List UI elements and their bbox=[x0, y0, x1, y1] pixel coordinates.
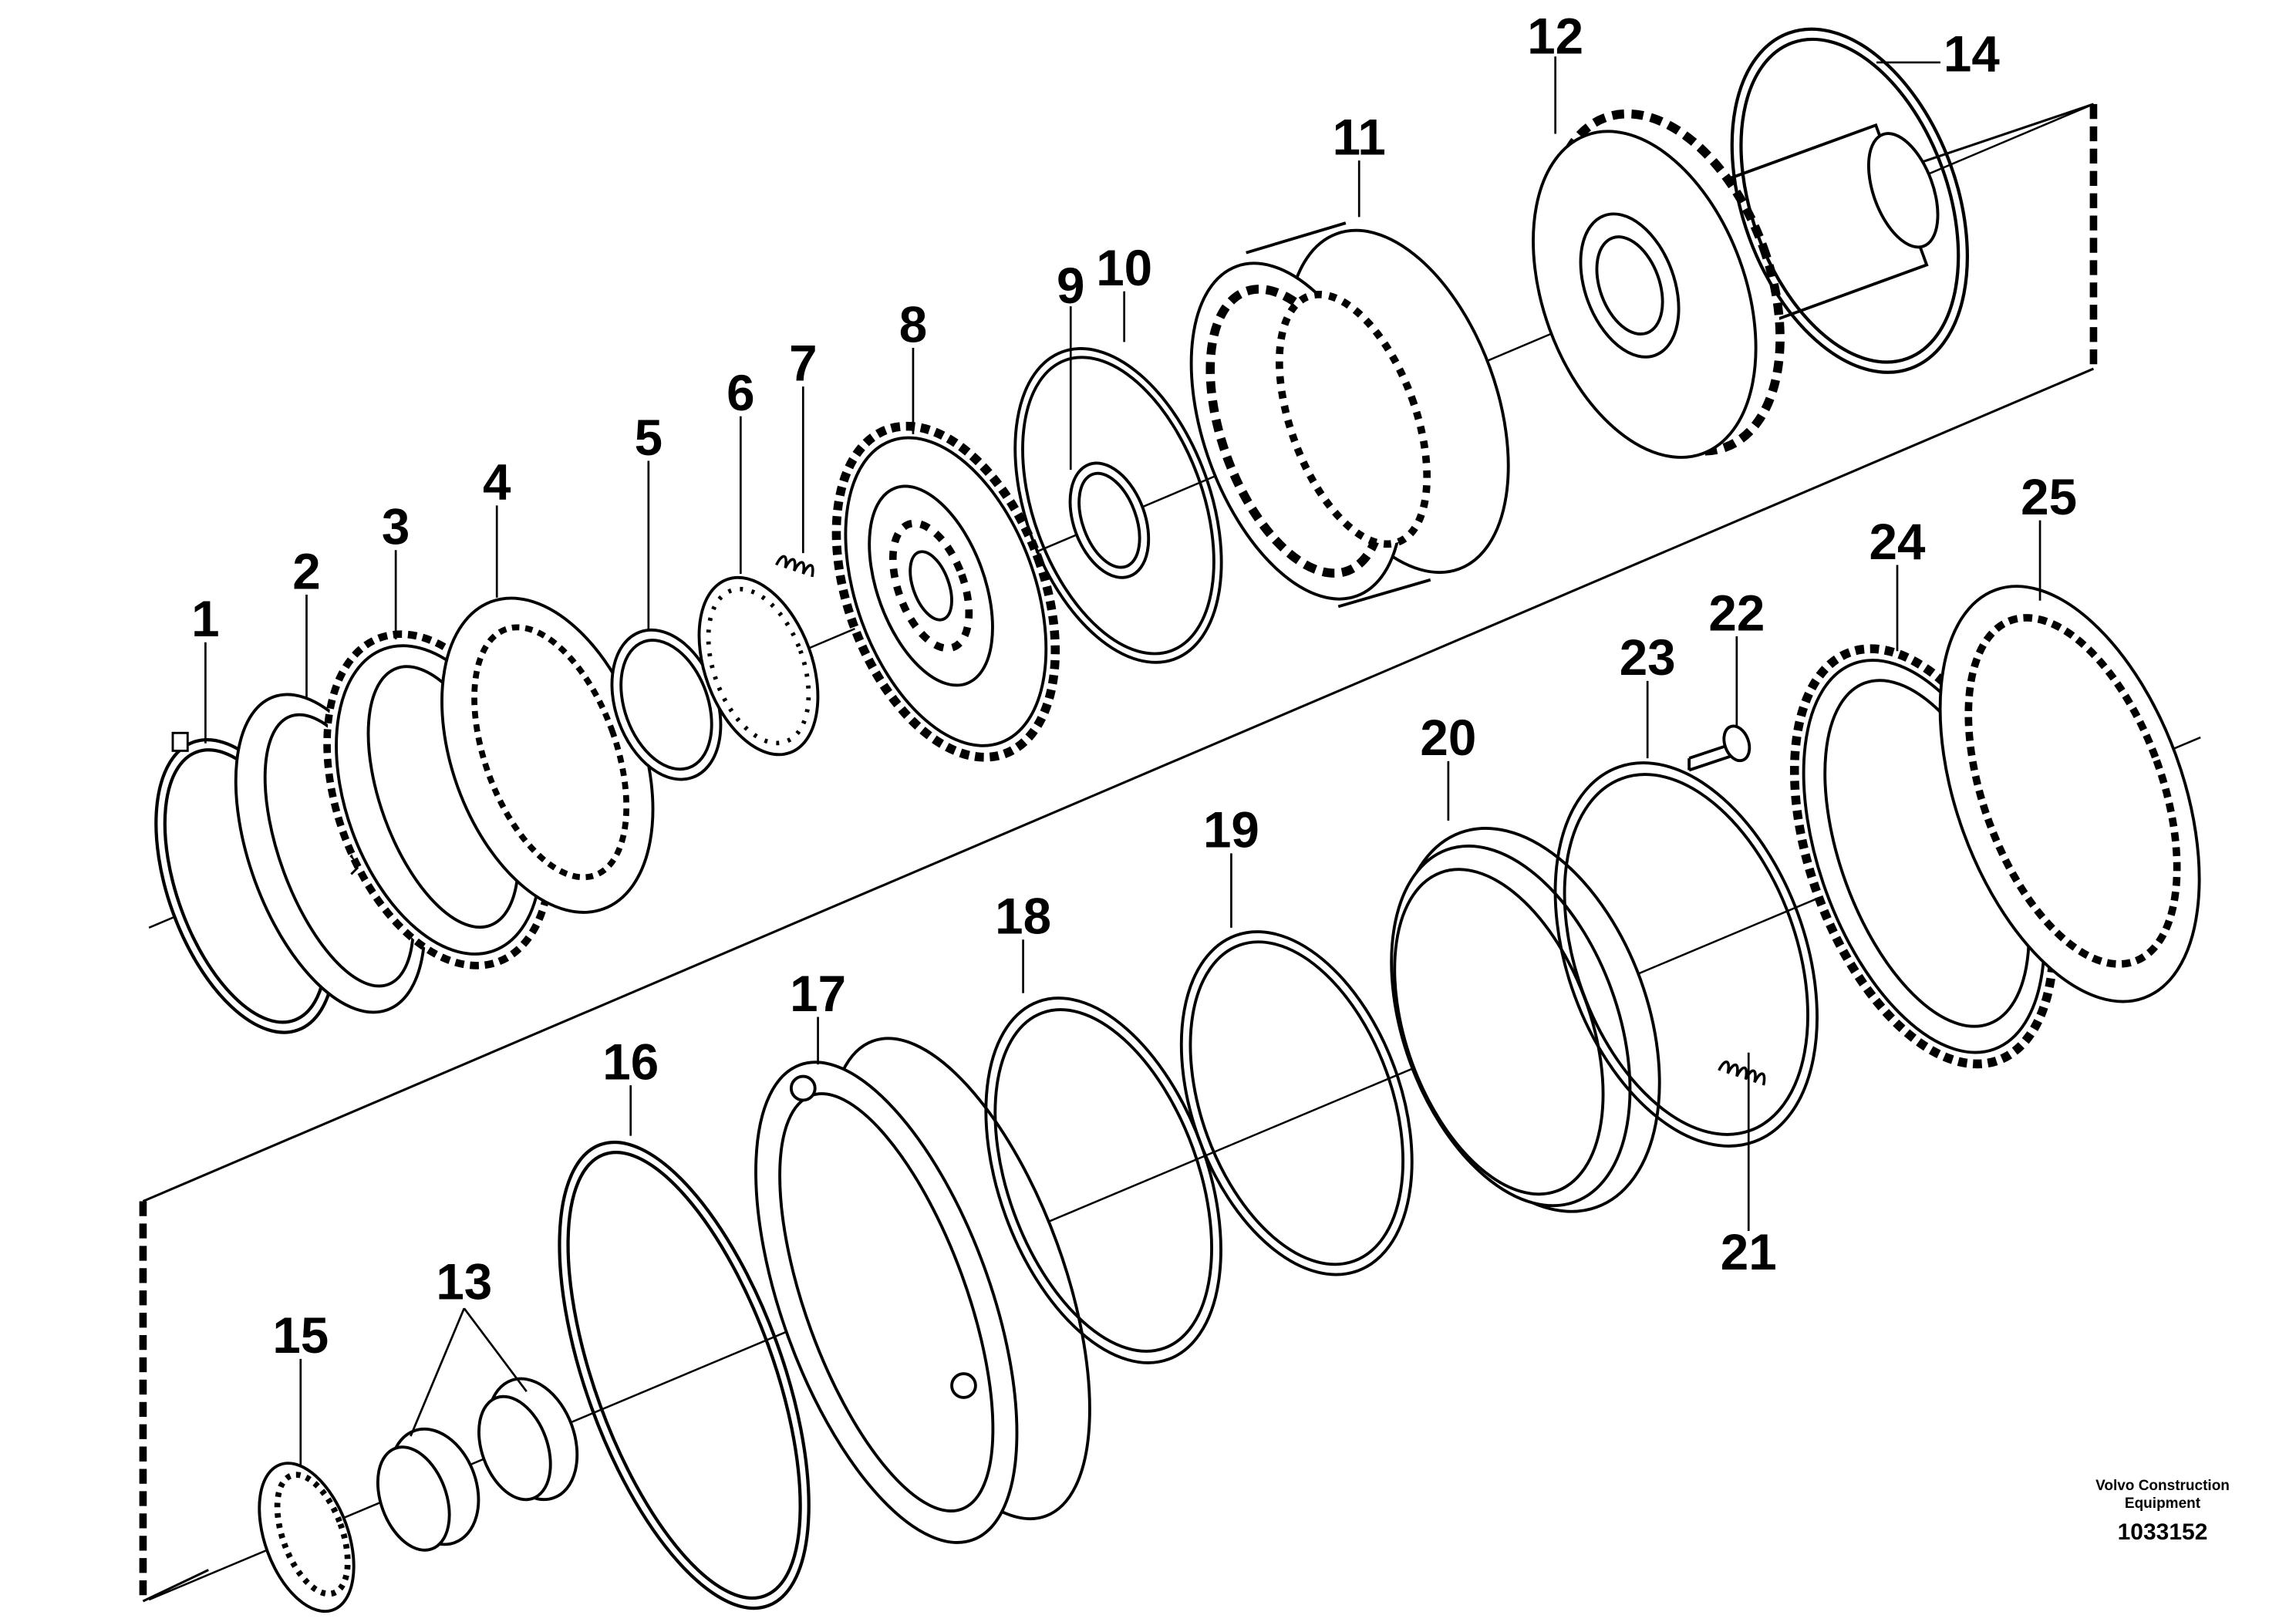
label-part-21: 21 bbox=[1721, 1224, 1777, 1280]
part-13-bushing-left bbox=[376, 1427, 480, 1552]
label-part-14: 14 bbox=[1944, 26, 2000, 83]
label-part-2: 2 bbox=[292, 543, 320, 599]
part-20-cylinder bbox=[1390, 827, 1661, 1213]
label-part-12: 12 bbox=[1527, 8, 1583, 64]
part-6-perforated-washer bbox=[697, 575, 820, 757]
label-part-11: 11 bbox=[1333, 109, 1386, 165]
part-11-ring-gear bbox=[1189, 221, 1510, 609]
label-part-24: 24 bbox=[1870, 514, 1926, 570]
part-15-needle-bearing bbox=[258, 1462, 356, 1614]
leader-lines bbox=[204, 56, 2041, 1466]
label-part-15: 15 bbox=[272, 1307, 329, 1364]
part-12-gear-shaft bbox=[1532, 109, 1940, 459]
part-7-spring bbox=[775, 555, 814, 578]
part-13-bushing-right bbox=[477, 1377, 579, 1502]
part-16-snap-ring bbox=[558, 1140, 811, 1610]
label-part-7: 7 bbox=[789, 335, 817, 391]
part-17-piston bbox=[754, 1037, 1091, 1544]
label-part-13: 13 bbox=[436, 1254, 492, 1310]
part-19-seal-ring bbox=[1179, 930, 1414, 1276]
part-14-snap-ring bbox=[1730, 27, 1969, 374]
label-part-9: 9 bbox=[1057, 258, 1084, 314]
label-part-5: 5 bbox=[635, 410, 663, 466]
label-part-23: 23 bbox=[1620, 629, 1676, 686]
part-25-friction-disc bbox=[1938, 585, 2201, 1003]
part-23-lock-ring bbox=[1553, 761, 1819, 1148]
label-part-19: 19 bbox=[1203, 802, 1259, 858]
label-part-6: 6 bbox=[727, 365, 754, 421]
label-part-25: 25 bbox=[2021, 469, 2077, 525]
part-22-bolt bbox=[1687, 724, 1752, 772]
label-part-4: 4 bbox=[483, 454, 511, 511]
label-part-3: 3 bbox=[382, 498, 410, 555]
label-part-17: 17 bbox=[790, 966, 846, 1022]
part-10-washer bbox=[1013, 347, 1223, 664]
label-part-1: 1 bbox=[191, 591, 219, 647]
drawing-credit: Volvo Construction Equipment 1033152 bbox=[2082, 1477, 2244, 1548]
part-number-labels: 1 2 3 4 5 6 7 8 9 10 11 12 13 14 15 16 1… bbox=[191, 8, 2077, 1364]
part-8-carrier-gear bbox=[831, 421, 1060, 762]
label-part-22: 22 bbox=[1708, 585, 1765, 641]
publisher-line-2: Equipment bbox=[2124, 1496, 2201, 1512]
part-21-spring bbox=[1718, 1061, 1766, 1086]
part-5-o-ring bbox=[610, 628, 723, 781]
label-part-20: 20 bbox=[1420, 710, 1476, 766]
label-part-16: 16 bbox=[602, 1034, 659, 1090]
label-part-18: 18 bbox=[995, 889, 1051, 945]
drawing-number: 1033152 bbox=[2117, 1519, 2208, 1545]
label-part-8: 8 bbox=[899, 296, 927, 352]
part-9-inner-ring bbox=[1068, 461, 1151, 579]
publisher-line-1: Volvo Construction bbox=[2095, 1478, 2230, 1494]
part-4-friction-disc bbox=[440, 596, 655, 914]
label-part-10: 10 bbox=[1096, 240, 1152, 296]
